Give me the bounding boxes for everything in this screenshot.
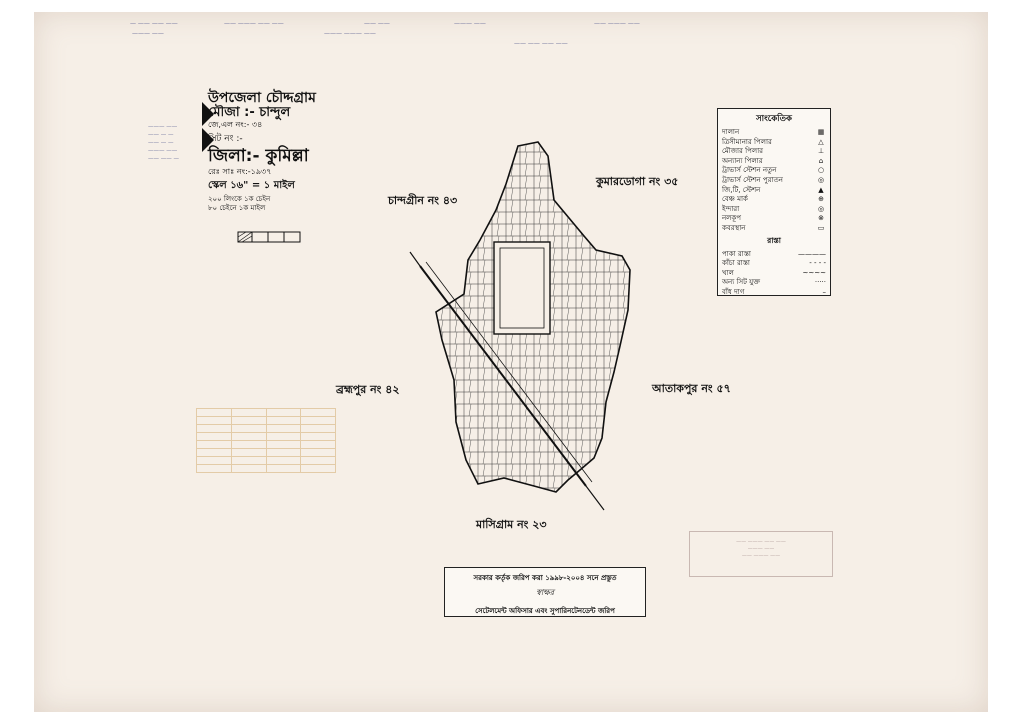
legend-label: মৌজার পিলার: [722, 147, 763, 156]
sheet-number: সিট নং :-: [208, 134, 243, 144]
traverse-old-icon: ◎: [817, 175, 825, 184]
certificate-box: সরকার কর্তৃক জরিপ করা ১৯৯৮-২০০৪ সনে প্রস…: [444, 567, 646, 617]
header-note: ——— ——: [132, 30, 164, 37]
legend-box: সাংকেতিক দালান ▦ ত্রিসীমানার পিলার △ মৌজার…: [717, 108, 831, 296]
header-note: — —— —— ——: [130, 20, 178, 27]
header-note: —— ——— —— ——: [224, 20, 284, 27]
scale-title: স্কেল ১৬" = ১ মাইল: [208, 180, 295, 191]
neighbor-northwest: চান্দগ্রীন নং ৪৩: [388, 194, 458, 207]
graveyard-icon: ▭: [817, 223, 825, 232]
neighbor-north: কুমারডোগা নং ৩৫: [596, 175, 679, 188]
bench-mark-icon: ⊕: [818, 195, 824, 204]
legend-road-label: বাঁধ দাগ: [722, 287, 745, 296]
neighbor-east: আতাকপুর নং ৫৭: [652, 382, 731, 395]
mouza-pillar-icon: ⊥: [817, 147, 825, 156]
scale-bar-icon: [237, 231, 301, 243]
building-icon: ▦: [817, 128, 825, 136]
legend-heading: সাংকেতিক: [756, 114, 792, 124]
side-notes: ——— ———— — ——— — ———— ———— —— —: [148, 124, 179, 162]
header-note: —— ——: [364, 20, 390, 27]
legend-label: ট্রাভার্স স্টেশন নতুন: [722, 166, 777, 175]
signature: স্বাক্ষর: [535, 588, 555, 597]
gt-station-icon: ▲: [818, 185, 824, 194]
certificate-line: সরকার কর্তৃক জরিপ করা ১৯৯৮-২০০৪ সনে প্রস…: [473, 574, 617, 582]
legend-label: ট্রাভার্স স্টেশন পুরাতন: [722, 175, 783, 184]
reg-number: রেঃ সাঃ নং:-১৯৩৭: [208, 167, 272, 176]
legend-label: ত্রিসীমানার পিলার: [722, 137, 772, 146]
legend-label: ইন্দারা: [722, 204, 740, 213]
header-note: ——— ——: [454, 20, 486, 27]
header-note: —— —— —— ——: [514, 40, 568, 47]
mouza-map: [409, 141, 631, 511]
header-note: —— ——— ——: [594, 20, 640, 27]
tri-junction-pillar-icon: △: [818, 137, 824, 146]
certificate-line: সেটেলমেন্ট অফিসার এবং সুপারিনটেনডেন্ট জর…: [475, 607, 615, 615]
neighbor-west: ব্রহ্মপুর নং ৪২: [336, 383, 400, 396]
mouza-title: মৌজা :- চান্দুল: [208, 105, 291, 120]
traverse-new-icon: ○: [817, 166, 825, 175]
office-stamp: —— ——— —— ————— ———— ——— ——: [689, 531, 833, 577]
scale-note: ৮০ চেইনে ১ক মাইল: [208, 204, 266, 212]
legend-label: দালান: [722, 128, 740, 136]
well-icon: ◎: [817, 204, 825, 213]
header-note: ——— ——— ——: [324, 30, 376, 37]
legend-road-label: অন্য সিট যুক্ত: [722, 278, 760, 287]
upazila-title: উপজেলা চৌদ্দগ্রাম: [208, 90, 316, 106]
legend-label: জি,টি, স্টেশন: [722, 185, 761, 194]
legend-road-label: কাঁচা রাস্তা: [722, 259, 750, 268]
area-table: [196, 408, 336, 473]
railway-line: [419, 265, 587, 487]
legend-label: অন্যান্য পিলার: [722, 156, 763, 165]
legend-label: কবরস্থান: [722, 223, 746, 232]
jl-number: জে,এল নং:- ৩৪: [208, 120, 263, 129]
legend-road-label: খাল: [722, 268, 734, 277]
other-pillar-icon: ⌂: [818, 156, 824, 165]
title-bracket-icon: [202, 102, 214, 152]
neighbor-south: মাসিগ্রাম নং ২৩: [476, 518, 547, 531]
scale-note: ২০০ লিংকে ১ক চেইন: [208, 195, 271, 203]
zila-title: জিলা:- কুমিল্লা: [208, 146, 309, 166]
legend-road-label: পাকা রাস্তা: [722, 249, 751, 258]
tubewell-icon: ⊗: [818, 214, 824, 223]
legend-label: নলকূপ: [722, 214, 742, 223]
legend-label: বেঞ্চ মার্ক: [722, 195, 748, 204]
tank: [493, 241, 551, 335]
legend-subheading: রাস্তা: [767, 235, 781, 245]
